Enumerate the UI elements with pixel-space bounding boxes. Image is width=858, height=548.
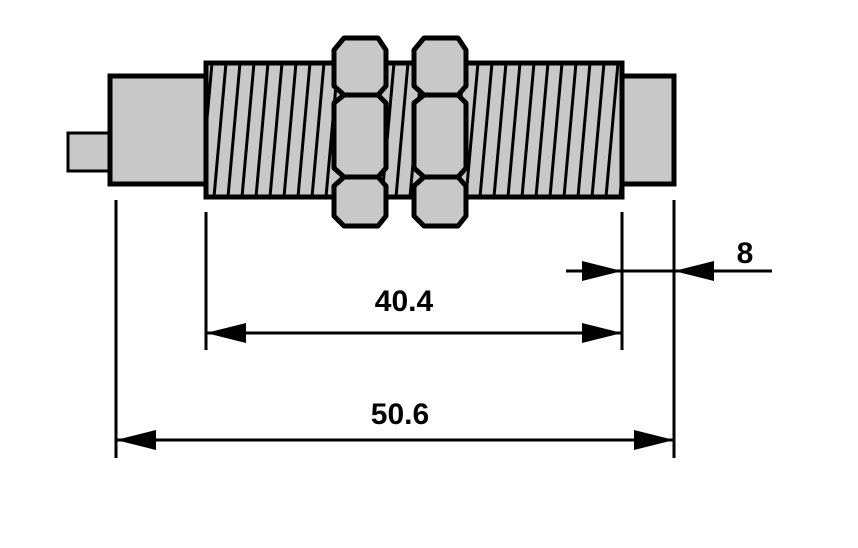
sensor-body: [66, 35, 677, 229]
thread-line: [464, 63, 480, 197]
thread-line: [310, 63, 326, 197]
thread-line: [562, 63, 578, 197]
thread-line: [206, 63, 214, 147]
dimension-label-end: 8: [737, 237, 754, 270]
thread-line: [576, 63, 592, 197]
dimension-label-overall: 50.6: [371, 398, 429, 431]
thread-line: [240, 63, 256, 197]
thread-line: [394, 63, 410, 197]
thread-line: [548, 63, 564, 197]
hex-nut-right: [411, 35, 469, 229]
thread-line: [268, 63, 284, 197]
dimension-thread-length: 40.4: [206, 285, 622, 343]
front-face: [619, 73, 677, 187]
rear-housing: [107, 73, 209, 187]
thread-line: [478, 63, 494, 197]
hex-nut-left: [331, 35, 389, 229]
dimension-end-length: 8: [566, 237, 772, 281]
dimension-label-thread: 40.4: [375, 285, 434, 318]
thread-line: [212, 63, 228, 197]
thread-line: [534, 63, 550, 197]
dimension-overall-length: 50.6: [116, 398, 674, 450]
thread-line: [282, 63, 298, 197]
thread-line: [506, 63, 522, 197]
connector-pin: [66, 131, 112, 173]
thread-line: [226, 63, 242, 197]
thread-line: [590, 63, 606, 197]
thread-line: [604, 63, 620, 197]
thread-line: [254, 63, 270, 197]
thread-line: [520, 63, 536, 197]
thread-line: [296, 63, 312, 197]
thread-line: [492, 63, 508, 197]
